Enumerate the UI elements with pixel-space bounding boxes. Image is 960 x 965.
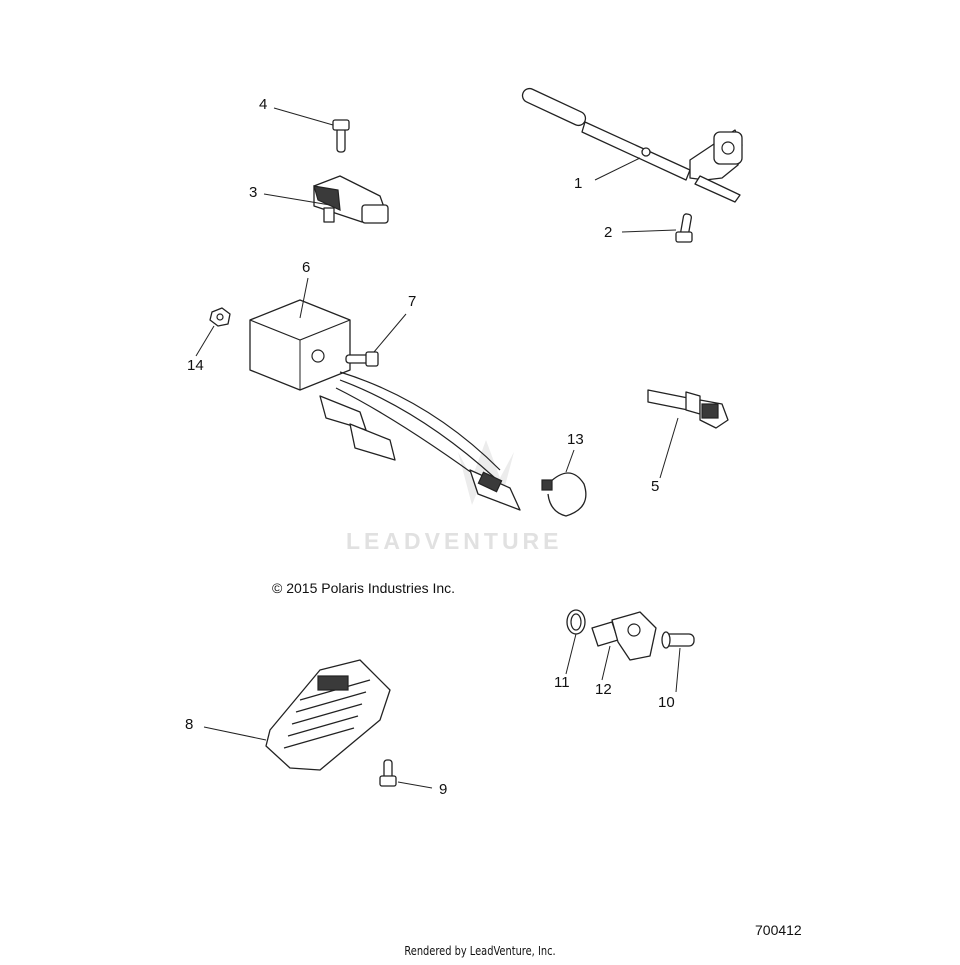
part-5-temp-sensor <box>647 389 729 479</box>
callout-13: 13 <box>567 431 584 448</box>
callout-7: 7 <box>408 293 417 310</box>
callout-8: 8 <box>185 716 194 733</box>
part-12-sensor <box>591 611 657 681</box>
callout-11: 11 <box>554 674 570 691</box>
callout-14: 14 <box>187 357 204 374</box>
copyright-text: © 2015 Polaris Industries Inc. <box>272 580 456 596</box>
diagram-id: 700412 <box>755 922 802 938</box>
part-8-voltage-regulator <box>203 659 391 771</box>
part-3-map-sensor <box>263 175 389 224</box>
callout-2: 2 <box>604 224 613 241</box>
part-6-control-module <box>249 277 521 511</box>
callout-5: 5 <box>651 478 660 495</box>
callout-12: 12 <box>595 681 612 698</box>
part-7-bolt <box>345 313 407 367</box>
part-2-bolt <box>621 213 693 243</box>
part-9-bolt <box>379 759 433 789</box>
callout-10: 10 <box>658 694 675 711</box>
callout-3: 3 <box>249 184 258 201</box>
part-14-nut <box>195 307 231 357</box>
part-13-clip-band <box>541 449 587 517</box>
callout-1: 1 <box>574 175 583 192</box>
part-10-pin <box>661 631 695 693</box>
part-4-screw <box>273 107 350 153</box>
callout-9: 9 <box>439 781 448 798</box>
watermark-text: LEADVENTURE <box>346 528 563 554</box>
part-1-speed-sensor <box>521 87 743 203</box>
part-11-o-ring <box>565 609 586 675</box>
callout-4: 4 <box>259 96 268 113</box>
callout-6: 6 <box>302 259 311 276</box>
rendered-by-text: Rendered by LeadVenture, Inc. <box>404 944 556 958</box>
